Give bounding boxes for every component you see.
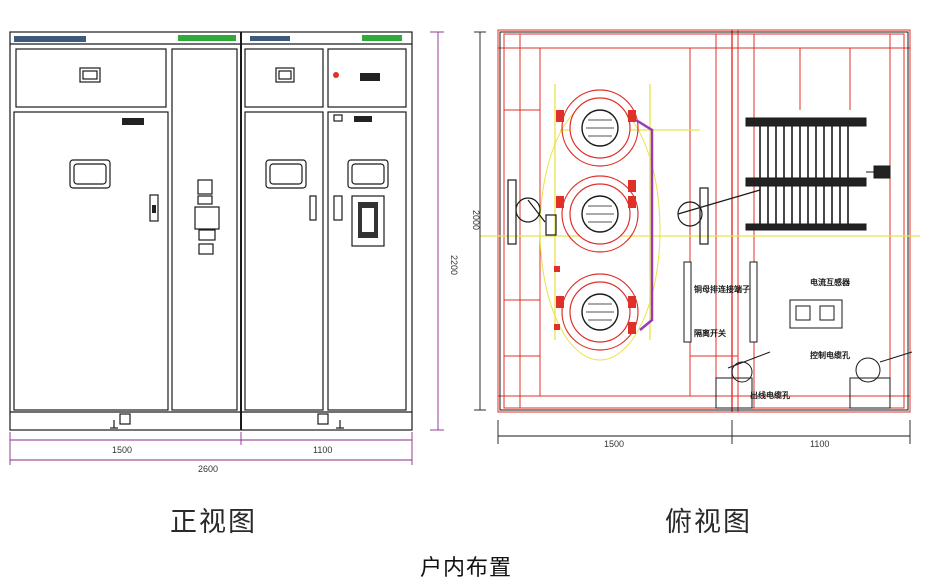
front-dimensions	[9, 31, 444, 465]
window-left	[69, 159, 111, 189]
upper-panel-right-b	[327, 48, 407, 108]
label-cable-outlet: 出线电缆孔	[750, 390, 790, 400]
top-view-caption: 俯视图	[665, 507, 752, 538]
top-view	[480, 29, 920, 413]
label-busbar-holder: 铜母排连接端子	[694, 284, 750, 294]
door-right-a	[244, 111, 324, 411]
nameplate-left	[14, 36, 86, 42]
top-dim-depth: 2000	[471, 210, 481, 230]
coil-group	[554, 89, 639, 351]
door-left	[13, 111, 169, 411]
handle-left	[149, 194, 159, 222]
upper-panel-right-a	[244, 48, 324, 108]
top-dim-left: 1500	[604, 439, 624, 449]
nameplate-right	[250, 36, 290, 41]
label-control-cable: 控制电缆孔	[810, 350, 850, 360]
indicator-green-right	[362, 35, 402, 41]
top-dim-right: 1100	[810, 439, 829, 449]
top-dimensions	[474, 31, 911, 444]
door-middle	[171, 48, 238, 411]
meter-icon	[79, 67, 101, 83]
front-dim-total: 2600	[198, 464, 218, 474]
front-dim-right: 1100	[313, 445, 332, 455]
indicator-green-left	[178, 35, 236, 41]
front-view-caption: 正视图	[170, 507, 257, 538]
door-right-b	[327, 111, 407, 411]
label-main-switch: 隔离开关	[694, 328, 726, 338]
front-dim-height: 2200	[449, 255, 459, 275]
label-current-transformer: 电流互感器	[810, 277, 851, 287]
front-view	[9, 31, 413, 431]
upper-panel-left	[15, 48, 167, 108]
cabinet-outline	[9, 31, 413, 431]
figure-title: 户内布置	[420, 556, 513, 581]
front-dim-left: 1500	[112, 445, 132, 455]
control-panel	[351, 195, 385, 247]
